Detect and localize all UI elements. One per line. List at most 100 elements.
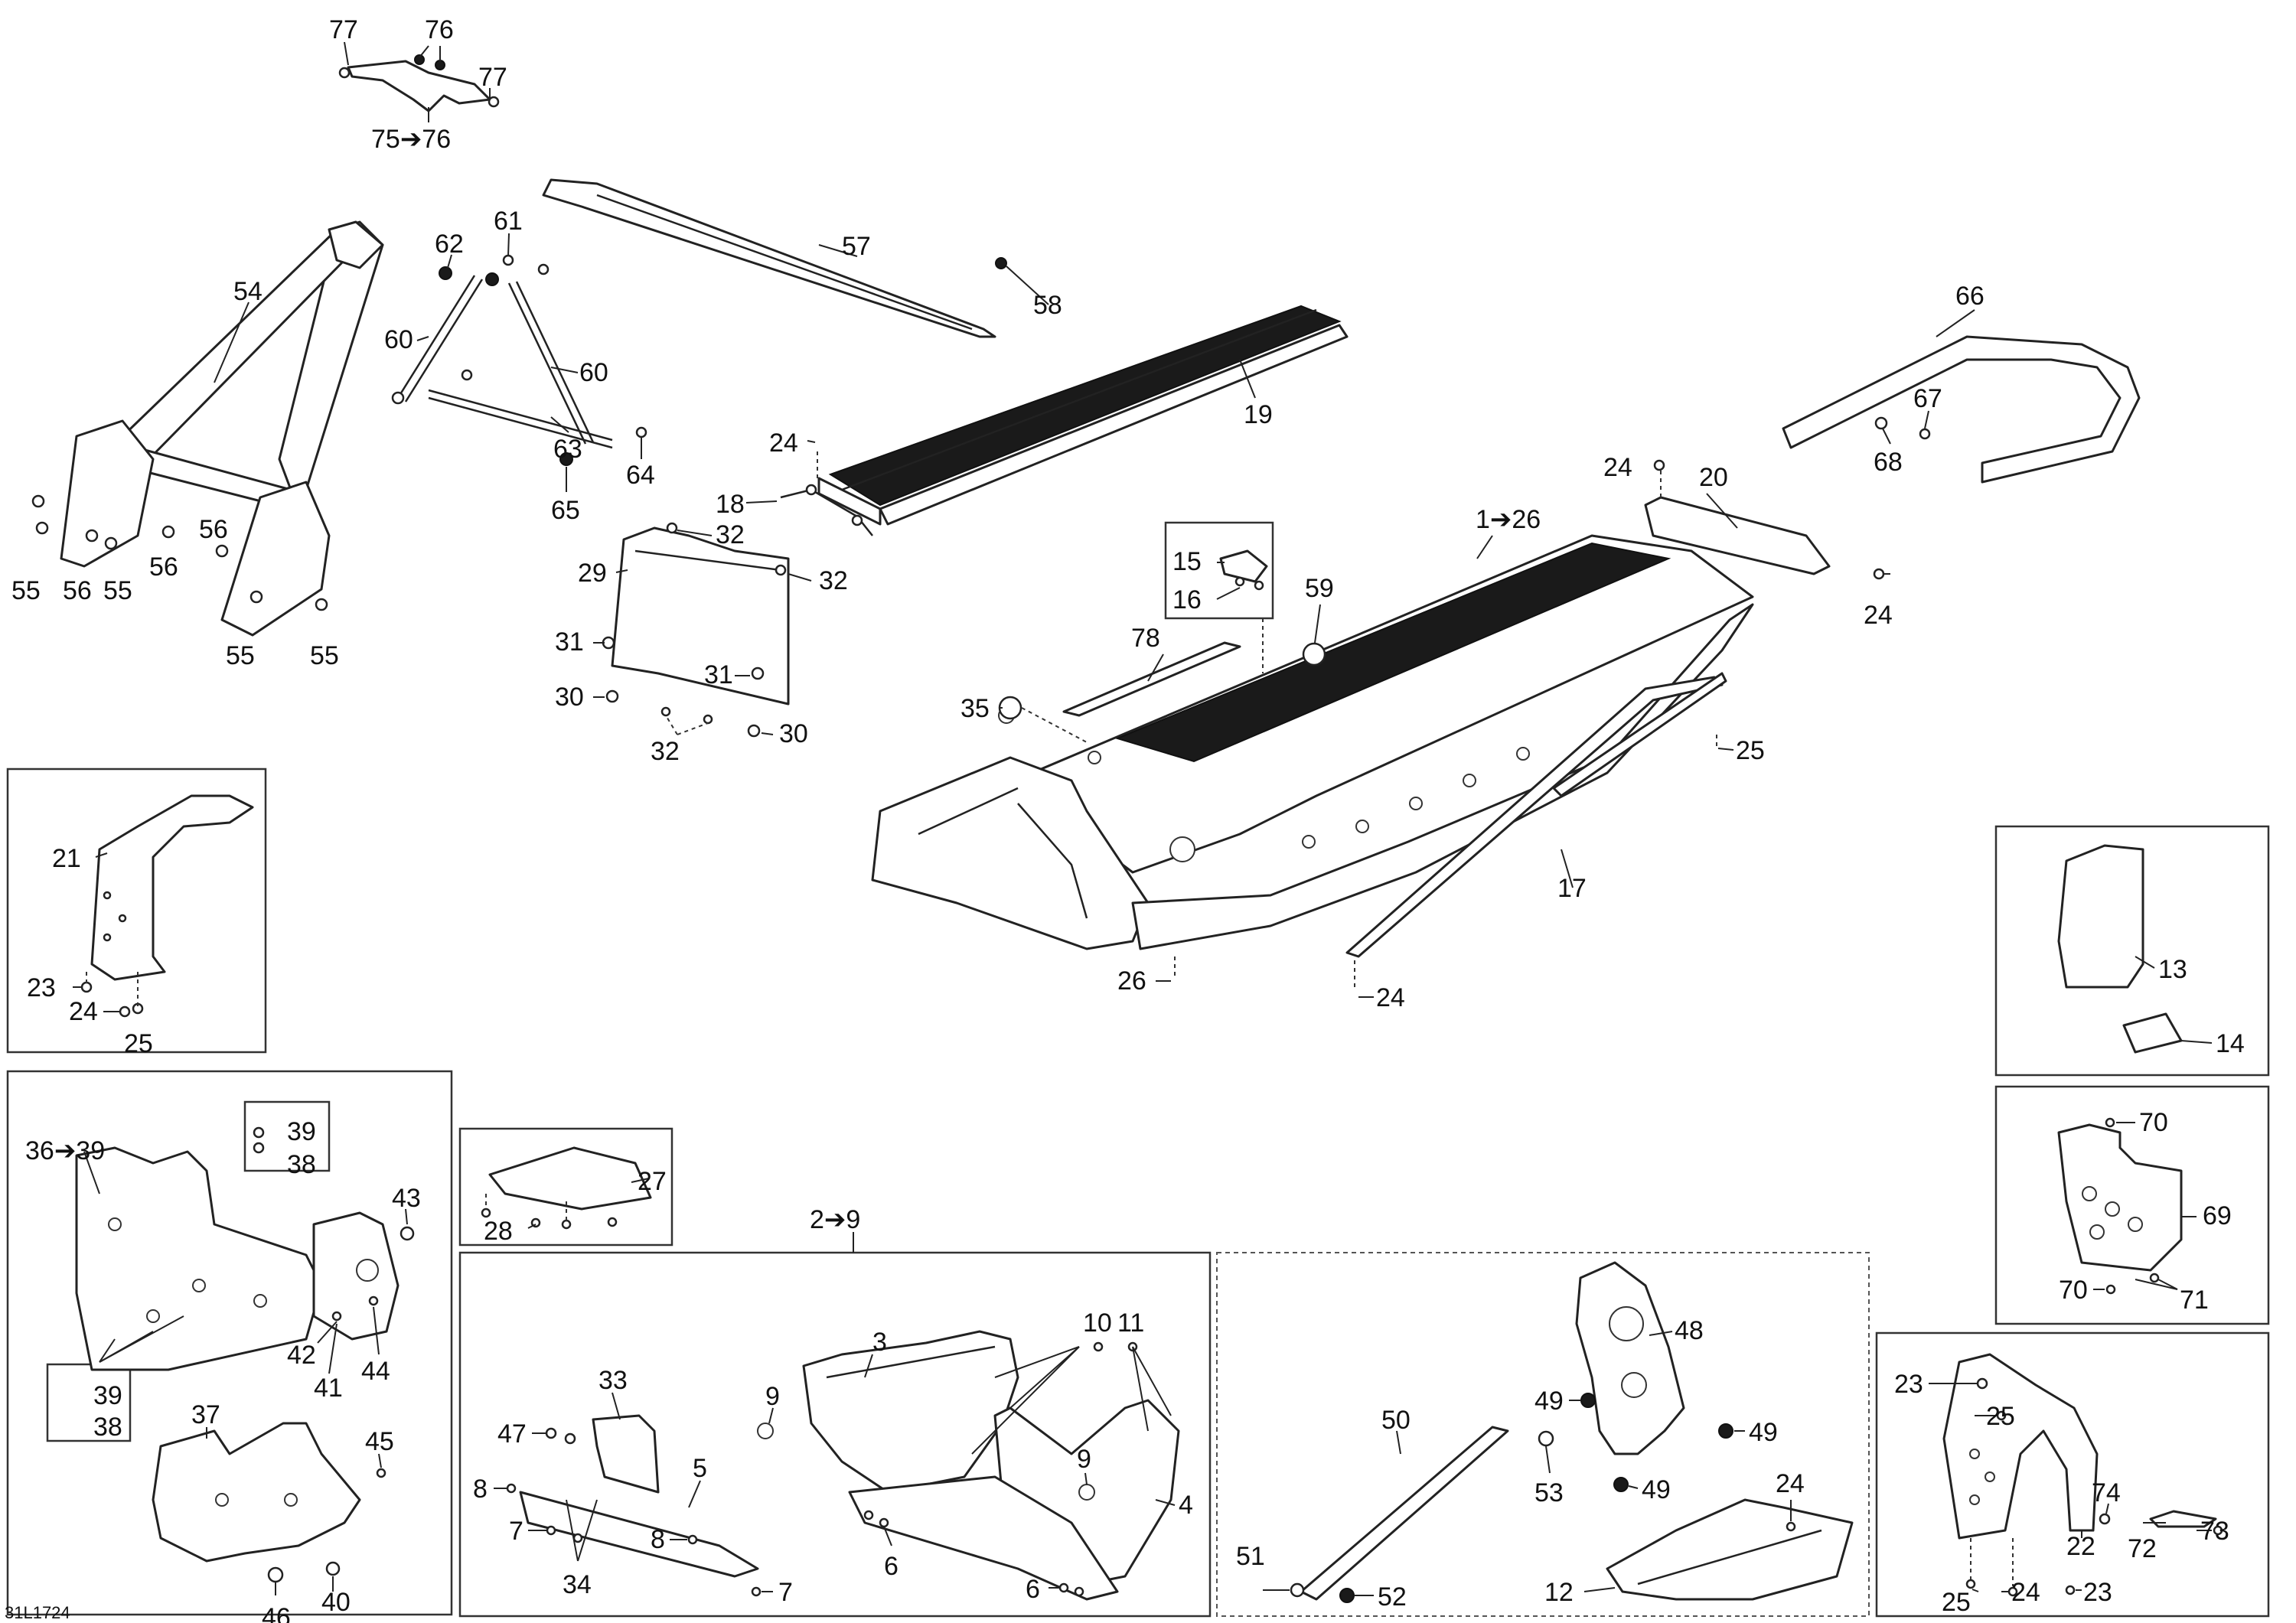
part-69-heat-shield xyxy=(2057,1117,2183,1295)
callout-41: 41 xyxy=(314,1374,343,1403)
part-50-link xyxy=(1290,1426,1554,1603)
callout-22: 22 xyxy=(2066,1532,2095,1561)
part-78-strip xyxy=(1062,641,1241,717)
callout-49: 49 xyxy=(1749,1418,1778,1447)
callout-53: 53 xyxy=(1534,1478,1564,1507)
callout-54: 54 xyxy=(233,277,263,306)
callout-27: 27 xyxy=(638,1167,667,1196)
callout-32: 32 xyxy=(819,566,848,595)
callout-61: 61 xyxy=(494,207,523,236)
callout-40: 40 xyxy=(321,1588,351,1617)
callout-74: 74 xyxy=(2092,1478,2121,1507)
callout-75-76: 75➔76 xyxy=(371,125,451,154)
callout-65: 65 xyxy=(551,496,580,525)
callout-24: 24 xyxy=(2011,1578,2040,1607)
callout-45: 45 xyxy=(365,1427,394,1456)
part-19-heat-exchanger xyxy=(817,305,1349,526)
part-60-63-stays xyxy=(391,254,647,466)
box-part-2-9 xyxy=(458,1251,1212,1618)
box-part-39-38-a xyxy=(243,1100,331,1172)
callout-59: 59 xyxy=(1305,574,1334,603)
callout-77: 77 xyxy=(329,15,358,44)
part-66-rear-bumper xyxy=(1782,335,2141,484)
callout-76: 76 xyxy=(425,15,454,44)
callout-1-26: 1➔26 xyxy=(1476,505,1541,534)
part-1-tunnel xyxy=(871,534,1754,950)
callout-5: 5 xyxy=(693,1454,707,1483)
box-part-21 xyxy=(6,768,267,1054)
callout-17: 17 xyxy=(1557,874,1587,903)
box-part-15 xyxy=(1164,521,1274,620)
part-59-plug xyxy=(1302,642,1326,666)
callout-47: 47 xyxy=(497,1419,527,1449)
callout-33: 33 xyxy=(598,1366,628,1395)
callout-37: 37 xyxy=(191,1400,220,1429)
callout-36-39: 36➔39 xyxy=(25,1136,105,1165)
callout-13: 13 xyxy=(2158,955,2187,984)
callout-23: 23 xyxy=(2083,1578,2112,1607)
callout-70: 70 xyxy=(2059,1276,2088,1305)
callout-72: 72 xyxy=(2128,1534,2157,1563)
callout-52: 52 xyxy=(1378,1582,1407,1612)
callout-31: 31 xyxy=(704,660,733,689)
callout-70: 70 xyxy=(2139,1108,2168,1137)
callout-24: 24 xyxy=(1376,983,1405,1012)
part-21-bracket xyxy=(80,794,254,1018)
assembly-boxes xyxy=(6,521,2270,1618)
callout-30: 30 xyxy=(779,719,808,748)
part-57-tie-bar xyxy=(542,178,1007,338)
callout-24: 24 xyxy=(1776,1469,1805,1498)
part-48-mount xyxy=(1575,1261,1733,1492)
callout-11: 11 xyxy=(1117,1309,1144,1338)
callout-56: 56 xyxy=(149,552,178,582)
callout-3: 3 xyxy=(872,1328,887,1357)
callout-6: 6 xyxy=(1026,1575,1040,1604)
callout-49: 49 xyxy=(1642,1475,1671,1504)
callout-43: 43 xyxy=(392,1184,421,1213)
callout-56: 56 xyxy=(63,576,92,605)
callout-38: 38 xyxy=(93,1413,122,1442)
callout-7: 7 xyxy=(509,1517,523,1546)
callout-38: 38 xyxy=(287,1150,316,1179)
callout-4: 4 xyxy=(1179,1491,1193,1520)
callout-26: 26 xyxy=(1117,966,1146,996)
callout-67: 67 xyxy=(1913,384,1942,413)
callout-8: 8 xyxy=(473,1475,488,1504)
part-13-guard xyxy=(2057,844,2183,1054)
part-drawings xyxy=(31,54,2223,1603)
part-35-plug xyxy=(998,696,1022,720)
box-part-22 xyxy=(1875,1331,2270,1618)
callout-24: 24 xyxy=(69,997,98,1026)
callout-7: 7 xyxy=(778,1578,793,1607)
callout-49: 49 xyxy=(1534,1387,1564,1416)
callout-73: 73 xyxy=(2200,1517,2229,1546)
callout-44: 44 xyxy=(361,1357,390,1386)
callout-24: 24 xyxy=(1864,601,1893,630)
callout-34: 34 xyxy=(563,1570,592,1599)
callout-15: 15 xyxy=(1172,547,1202,576)
part-12-skid-plate xyxy=(1606,1498,1854,1601)
callout-46: 46 xyxy=(262,1603,291,1623)
part-54-a-frame xyxy=(31,220,384,637)
callout-19: 19 xyxy=(1244,400,1273,429)
callout-60: 60 xyxy=(579,358,608,387)
callout-32: 32 xyxy=(651,737,680,766)
callout-55: 55 xyxy=(103,576,132,605)
callout-28: 28 xyxy=(484,1217,513,1246)
callout-25: 25 xyxy=(1942,1588,1971,1617)
callout-23: 23 xyxy=(27,973,56,1002)
callout-55: 55 xyxy=(11,576,41,605)
box-part-27 xyxy=(458,1127,673,1247)
callout-57: 57 xyxy=(842,232,871,261)
callout-25: 25 xyxy=(1736,736,1765,765)
callout-32: 32 xyxy=(716,520,745,549)
part-75-bracket xyxy=(338,54,500,112)
part-18-bracket xyxy=(780,484,873,536)
callout-30: 30 xyxy=(555,683,584,712)
callout-48: 48 xyxy=(1675,1316,1704,1345)
part-5-plate xyxy=(506,1414,762,1597)
box-part-69 xyxy=(1994,1085,2270,1325)
part-27-bracket xyxy=(481,1146,652,1230)
callout-9: 9 xyxy=(1077,1445,1091,1474)
